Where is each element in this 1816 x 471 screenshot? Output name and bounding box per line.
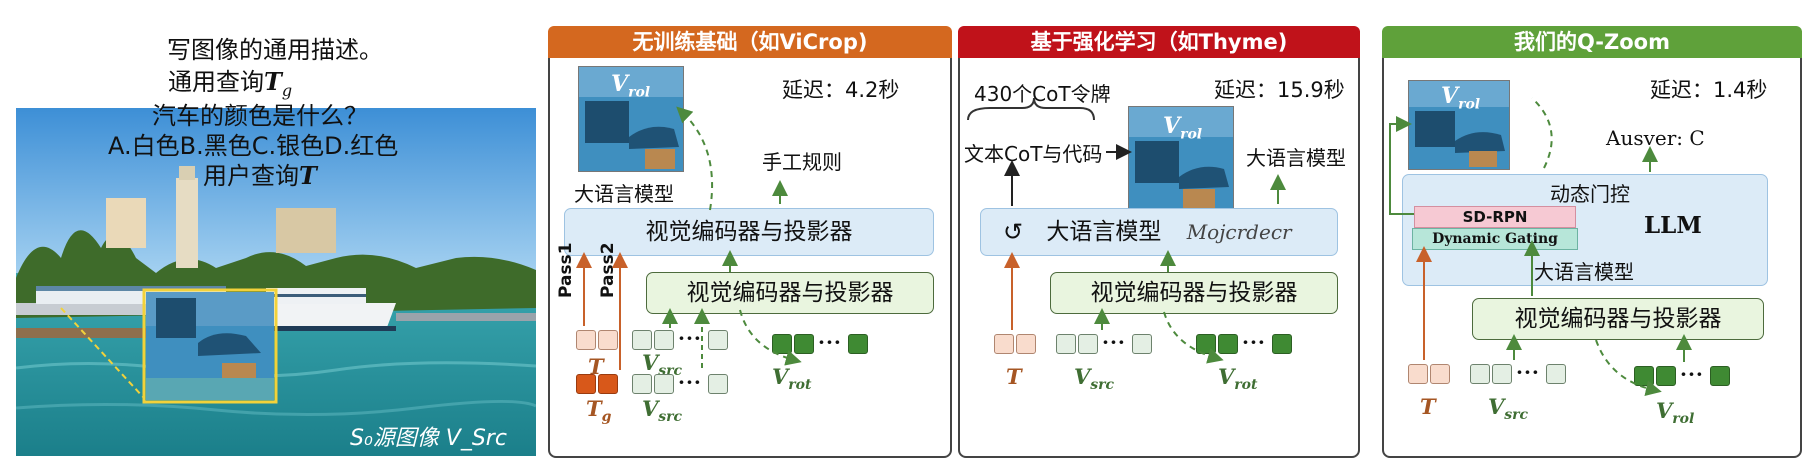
- t-token: [1408, 364, 1428, 384]
- panel3-vrot: Vrol: [1656, 398, 1695, 428]
- vrot-dots: ···: [1680, 362, 1704, 386]
- panel1-arrows: [576, 106, 802, 370]
- roi-thumbnail-image: [1409, 81, 1509, 169]
- vsrc-token: [654, 330, 674, 350]
- panel1-mllm-label: 大语言模型: [574, 182, 674, 206]
- panel2-llm-scribble: Mojcrdecr: [1186, 220, 1292, 244]
- vsrc-token: [1470, 364, 1490, 384]
- panel3-thumb-label: Vrol: [1441, 83, 1481, 113]
- user-query-label: 用户查询T: [203, 156, 317, 191]
- panel1-rule-label: 手工规则: [762, 150, 842, 174]
- panel1-header: 无训练基础（如ViCrop): [548, 26, 952, 58]
- panel1-t-label: T: [588, 354, 604, 379]
- vsrc-token: [654, 374, 674, 394]
- panel1-encoder-top: 视觉编码器与投影器: [564, 208, 934, 256]
- panel3-latency: 延迟：1.4秒: [1650, 78, 1768, 102]
- panel3-arrows: [1389, 97, 1692, 397]
- options-text: A.白色B.黑色C.银色D.红色: [108, 132, 399, 160]
- panel3-llm-label: LLM: [1644, 212, 1702, 239]
- vsrc-token: [1078, 334, 1098, 354]
- t-token: [598, 330, 618, 350]
- panel3-gate-label: 动态门控: [1550, 182, 1630, 206]
- vrot-token: [1272, 334, 1292, 354]
- panel-rl-based: 基于强化学习（如Thyme) 延迟：15.9秒 430个CoT令牌 文本CoT与…: [958, 26, 1360, 458]
- panel3-t-label: T: [1420, 394, 1436, 419]
- t-token: [994, 334, 1014, 354]
- panel2-llm-box: ↺ 大语言模型 Mojcrdecr: [980, 208, 1338, 256]
- panel2-roi-thumbnail: Vrol: [1128, 106, 1234, 212]
- sd-rpn-box: SD-RPN: [1414, 206, 1576, 228]
- t-token: [1430, 364, 1450, 384]
- panel2-vsrc: Vsrc: [1074, 364, 1115, 394]
- panel2-vrot: Vrot: [1218, 364, 1258, 394]
- panel1-vsrc2: Vsrc: [642, 396, 683, 426]
- vrot-token: [1710, 366, 1730, 386]
- panel2-latency: 延迟：15.9秒: [1214, 78, 1345, 102]
- user-query-text: 用户查询: [203, 162, 299, 190]
- generic-query-label: 通用查询Tg: [168, 62, 292, 100]
- panel2-brace: [967, 97, 1095, 121]
- vsrc-dots: ···: [678, 370, 702, 394]
- vsrc-dots: ···: [1516, 360, 1540, 384]
- roi-thumbnail-image: [579, 67, 683, 171]
- panel2-encoder: 视觉编码器与投影器: [1050, 272, 1338, 314]
- vsrc-token: [1056, 334, 1076, 354]
- generic-query-var: T: [264, 67, 282, 96]
- vsrc-dots: ···: [678, 326, 702, 350]
- panel1-tg-label: Tg: [586, 396, 612, 426]
- loop-icon: ↺: [1003, 218, 1024, 246]
- harbor-photo: [16, 108, 536, 456]
- panel2-header: 基于强化学习（如Thyme): [958, 26, 1360, 58]
- vrot-dots: ···: [1242, 330, 1266, 354]
- vsrc-token: [632, 374, 652, 394]
- cot-tokens-label: 430个CoT令牌: [974, 82, 1111, 106]
- panel-training-free: 无训练基础（如ViCrop) 延迟：4.2秒 Vrol 大语言模型 手工规则 视…: [548, 26, 952, 458]
- vsrc-token: [708, 374, 728, 394]
- t-token: [576, 330, 596, 350]
- roi-thumbnail-image: [1129, 107, 1233, 211]
- vsrc-token: [1492, 364, 1512, 384]
- panel2-arrows: [1004, 144, 1286, 364]
- vrot-dots: ···: [818, 330, 842, 354]
- panel2-thumb-label: Vrol: [1163, 113, 1203, 143]
- cot-code-label: 文本CoT与代码: [964, 142, 1103, 166]
- panel2-llm-text: 大语言模型: [1046, 219, 1162, 245]
- vsrc-token: [1546, 364, 1566, 384]
- panel3-mllm-label: 大语言模型: [1534, 260, 1634, 284]
- panel1-latency: 延迟：4.2秒: [782, 78, 900, 102]
- vsrc-token: [1132, 334, 1152, 354]
- panel1-thumb-label: Vrol: [611, 71, 651, 101]
- vrot-token: [772, 334, 792, 354]
- panel3-header: 我们的Q-Zoom: [1382, 26, 1802, 58]
- panel3-vsrc: Vsrc: [1488, 394, 1529, 424]
- generic-query-text: 通用查询: [168, 68, 264, 96]
- panel2-t-label: T: [1006, 364, 1022, 389]
- vrot-token: [794, 334, 814, 354]
- vrot-token: [848, 334, 868, 354]
- tg-token: [576, 374, 596, 394]
- generic-query-sub: g: [281, 80, 293, 100]
- source-image-label: S₀源图像 V_Src: [350, 426, 507, 451]
- source-image: [16, 108, 536, 456]
- panel1-vrot: Vrot: [772, 364, 812, 394]
- t-token: [1016, 334, 1036, 354]
- question-text: 汽车的颜色是什么？: [152, 102, 368, 130]
- user-query-var: T: [299, 161, 317, 190]
- panel3-roi-thumbnail: Vrol: [1408, 80, 1510, 170]
- vsrc-token: [708, 330, 728, 350]
- panel-q-zoom: 我们的Q-Zoom 延迟：1.4秒 Vrol Ausver: C 动态门控 SD…: [1382, 26, 1802, 458]
- panel3-encoder: 视觉编码器与投影器: [1472, 298, 1764, 340]
- caption-line1: 写图像的通用描述。: [167, 36, 383, 64]
- tg-token: [598, 374, 618, 394]
- panel2-mllm-label: 大语言模型: [1246, 146, 1346, 170]
- vsrc-dots: ···: [1102, 330, 1126, 354]
- panel1-encoder-bottom: 视觉编码器与投影器: [646, 272, 934, 314]
- vsrc-token: [632, 330, 652, 350]
